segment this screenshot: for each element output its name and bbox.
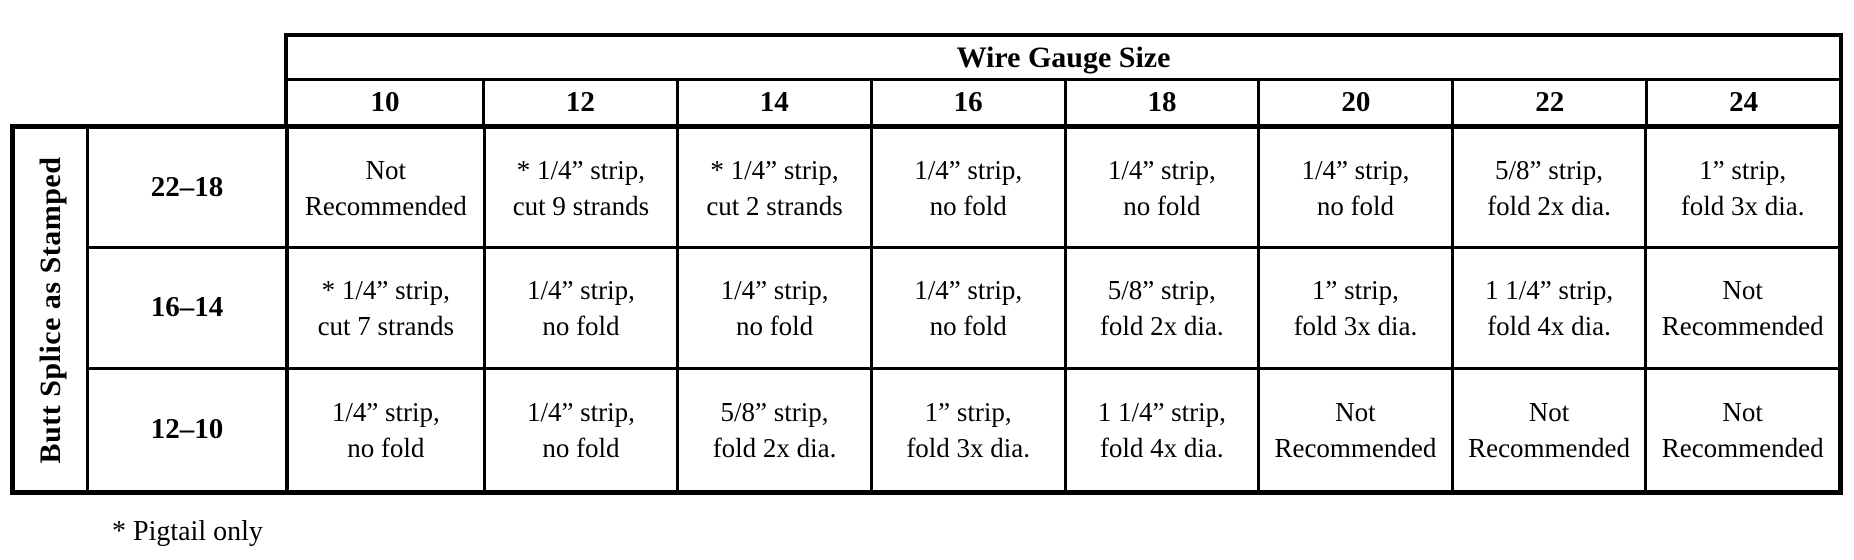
splice-spec-cell: 1” strip, fold 3x dia.: [869, 369, 1064, 490]
wire-gauge-header: Wire Gauge Size 10 12 14 16 18 20 22 24: [284, 33, 1843, 124]
splice-spec-cell: 1 1/4” strip, fold 4x dia.: [1063, 369, 1258, 490]
splice-spec-cell: 1 1/4” strip, fold 4x dia.: [1450, 249, 1645, 370]
splice-spec-text: 5/8” strip, fold 2x dia.: [712, 396, 837, 463]
splice-spec-cell: 1/4” strip, no fold: [1257, 129, 1451, 250]
splice-spec-cell: 1/4” strip, no fold: [676, 249, 870, 370]
splice-spec-text: Not Recommended: [1661, 396, 1824, 463]
splice-spec-cell: 1/4” strip, no fold: [482, 369, 677, 490]
splice-spec-cell: * 1/4” strip, cut 2 strands: [676, 129, 870, 250]
splice-spec-text: Not Recommended: [304, 154, 467, 221]
gauge-col-header-12: 12: [481, 81, 676, 124]
splice-spec-text: 1/4” strip, no fold: [1301, 154, 1410, 221]
pigtail-footnote: * Pigtail only: [112, 516, 263, 547]
gauge-col-header-20: 20: [1257, 81, 1451, 124]
gauge-col-header-16: 16: [869, 81, 1064, 124]
gauge-col-header-22: 22: [1451, 81, 1645, 124]
splice-spec-cell: 5/8” strip, fold 2x dia.: [1450, 129, 1645, 250]
gauge-col-header-10: 10: [370, 86, 400, 118]
splice-spec-cell: 1/4” strip, no fold: [1063, 129, 1258, 250]
gauge-col-header-18: 18: [1063, 81, 1258, 124]
splice-spec-cell: 1” strip, fold 3x dia.: [1644, 129, 1838, 250]
gauge-col-header-24: 24: [1645, 81, 1839, 124]
splice-spec-cell: Not Recommended: [1644, 369, 1838, 490]
row-group-label-cell: Butt Splice as Stamped: [15, 129, 89, 490]
splice-spec-cell: 1/4” strip, no fold: [289, 370, 483, 490]
splice-spec-cell: Not Recommended: [1450, 369, 1645, 490]
splice-spec-cell: Not Recommended: [1257, 369, 1451, 490]
wire-range-row-header: 22–18: [89, 129, 289, 250]
splice-spec-text: 5/8” strip, fold 2x dia.: [1099, 274, 1224, 341]
splice-spec-text: 1/4” strip, no fold: [1107, 154, 1216, 221]
wire-gauge-title: Wire Gauge Size: [288, 37, 1839, 81]
splice-spec-cell: 1/4” strip, no fold: [482, 249, 677, 370]
splice-spec-text: 1/4” strip, no fold: [331, 396, 440, 463]
splice-spec-cell: Not Recommended: [1644, 249, 1838, 370]
splice-spec-cell: * 1/4” strip, cut 9 strands: [482, 129, 677, 250]
splice-spec-text: 1” strip, fold 3x dia.: [1293, 274, 1418, 341]
splice-spec-text: * 1/4” strip, cut 7 strands: [317, 274, 455, 341]
splice-spec-text: 1/4” strip, no fold: [526, 396, 635, 463]
gauge-col-header-14: 14: [675, 81, 870, 124]
splice-spec-text: 1/4” strip, no fold: [914, 154, 1023, 221]
splice-spec-cell: 5/8” strip, fold 2x dia.: [1063, 249, 1258, 370]
splice-spec-cell: 5/8” strip, fold 2x dia.: [676, 369, 870, 490]
splice-spec-cell: * 1/4” strip, cut 7 strands: [289, 249, 483, 370]
splice-spec-cell: 1/4” strip, no fold: [869, 129, 1064, 250]
splice-spec-cell: 1/4” strip, no fold: [869, 249, 1064, 370]
butt-splice-table: Butt Splice as Stamped 22–18 Not Recomme…: [10, 124, 1843, 495]
splice-spec-text: Not Recommended: [1468, 396, 1631, 463]
splice-spec-text: 1/4” strip, no fold: [720, 274, 829, 341]
splice-spec-text: 5/8” strip, fold 2x dia.: [1487, 154, 1611, 221]
wire-range-row-header: 12–10: [89, 369, 289, 490]
row-group-label: Butt Splice as Stamped: [33, 156, 67, 463]
splice-spec-text: Not Recommended: [1661, 274, 1824, 341]
splice-spec-cell: 1” strip, fold 3x dia.: [1257, 249, 1451, 370]
splice-spec-text: * 1/4” strip, cut 9 strands: [512, 154, 650, 221]
splice-spec-text: 1 1/4” strip, fold 4x dia.: [1097, 396, 1226, 463]
wire-range-row-header: 16–14: [89, 249, 289, 370]
splice-spec-text: * 1/4” strip, cut 2 strands: [706, 154, 843, 221]
splice-spec-text: 1/4” strip, no fold: [526, 274, 635, 341]
splice-spec-text: Not Recommended: [1274, 396, 1437, 463]
splice-spec-cell: Not Recommended: [289, 129, 483, 250]
splice-spec-text: 1” strip, fold 3x dia.: [906, 396, 1031, 463]
splice-spec-text: 1 1/4” strip, fold 4x dia.: [1484, 274, 1614, 341]
splice-spec-text: 1” strip, fold 3x dia.: [1680, 154, 1805, 221]
splice-spec-text: 1/4” strip, no fold: [914, 274, 1023, 341]
